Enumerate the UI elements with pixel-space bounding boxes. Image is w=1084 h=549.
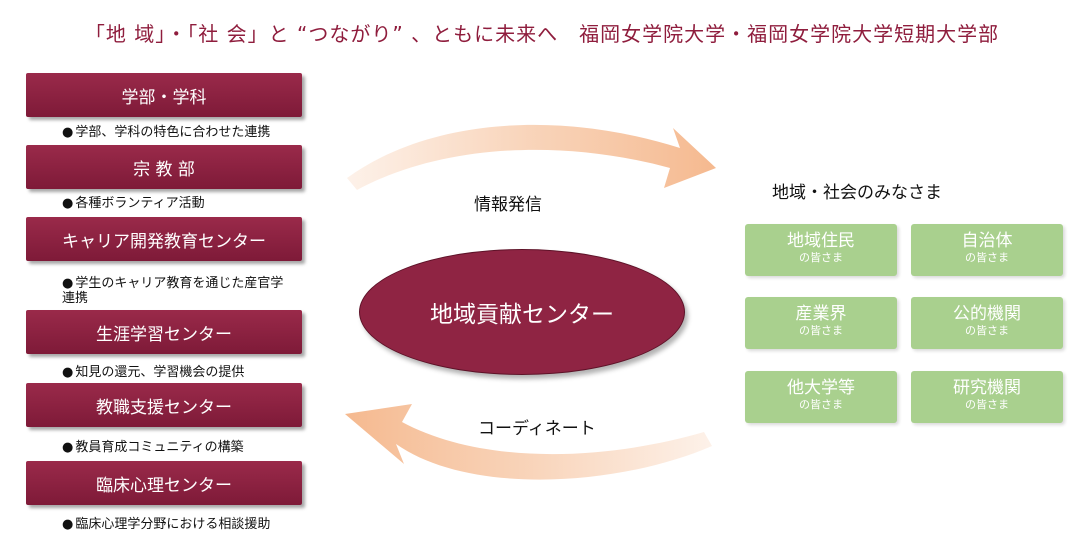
flow-label-coordinate: コーディネート [478, 419, 596, 439]
arrow-info-outbound [347, 124, 716, 190]
community-title: 地域・社会のみなさま [772, 183, 942, 203]
bullet-icon: ● [62, 440, 74, 455]
dept-box-clinical: 臨床心理センター [26, 461, 302, 505]
flow-label-info: 情報発信 [474, 195, 542, 215]
dept-box-career: キャリア開発教育センター [26, 217, 302, 261]
tile-industry: 産業界 の皆さま [745, 297, 897, 349]
dept-box-lifelong: 生涯学習センター [26, 310, 302, 354]
bullet-icon: ● [62, 125, 74, 140]
dept-note-faculty: ●学部、学科の特色に合わせた連携 [62, 125, 271, 140]
tile-residents: 地域住民 の皆さま [745, 224, 897, 276]
dept-note-career: ●学生のキャリア教育を通じた産官学連携 [62, 276, 284, 306]
dept-box-religion: 宗 教 部 [26, 145, 302, 189]
page-title: 「地 域」・「社 会」と “つながり” 、ともに未来へ 福岡女学院大学・福岡女学… [84, 22, 1000, 46]
tile-public-agencies: 公的機関 の皆さま [911, 297, 1063, 349]
dept-note-teacher: ●教員育成コミュニティの構築 [62, 440, 244, 455]
bullet-icon: ● [62, 196, 74, 211]
dept-note-clinical: ●臨床心理学分野における相談援助 [62, 517, 271, 532]
bullet-icon: ● [62, 276, 74, 291]
dept-note-lifelong: ●知見の還元、学習機会の提供 [62, 365, 245, 380]
dept-box-teacher: 教職支援センター [26, 383, 302, 427]
arrow-coordinate-inbound [345, 404, 712, 480]
bullet-icon: ● [62, 517, 74, 532]
center-ellipse: 地域貢献センター [359, 249, 685, 375]
bullet-icon: ● [62, 365, 74, 380]
dept-box-faculty: 学部・学科 [26, 73, 302, 117]
tile-municipality: 自治体 の皆さま [911, 224, 1063, 276]
dept-note-religion: ●各種ボランティア活動 [62, 196, 205, 211]
tile-other-universities: 他大学等 の皆さま [745, 371, 897, 423]
tile-research-institutes: 研究機関 の皆さま [911, 371, 1063, 423]
